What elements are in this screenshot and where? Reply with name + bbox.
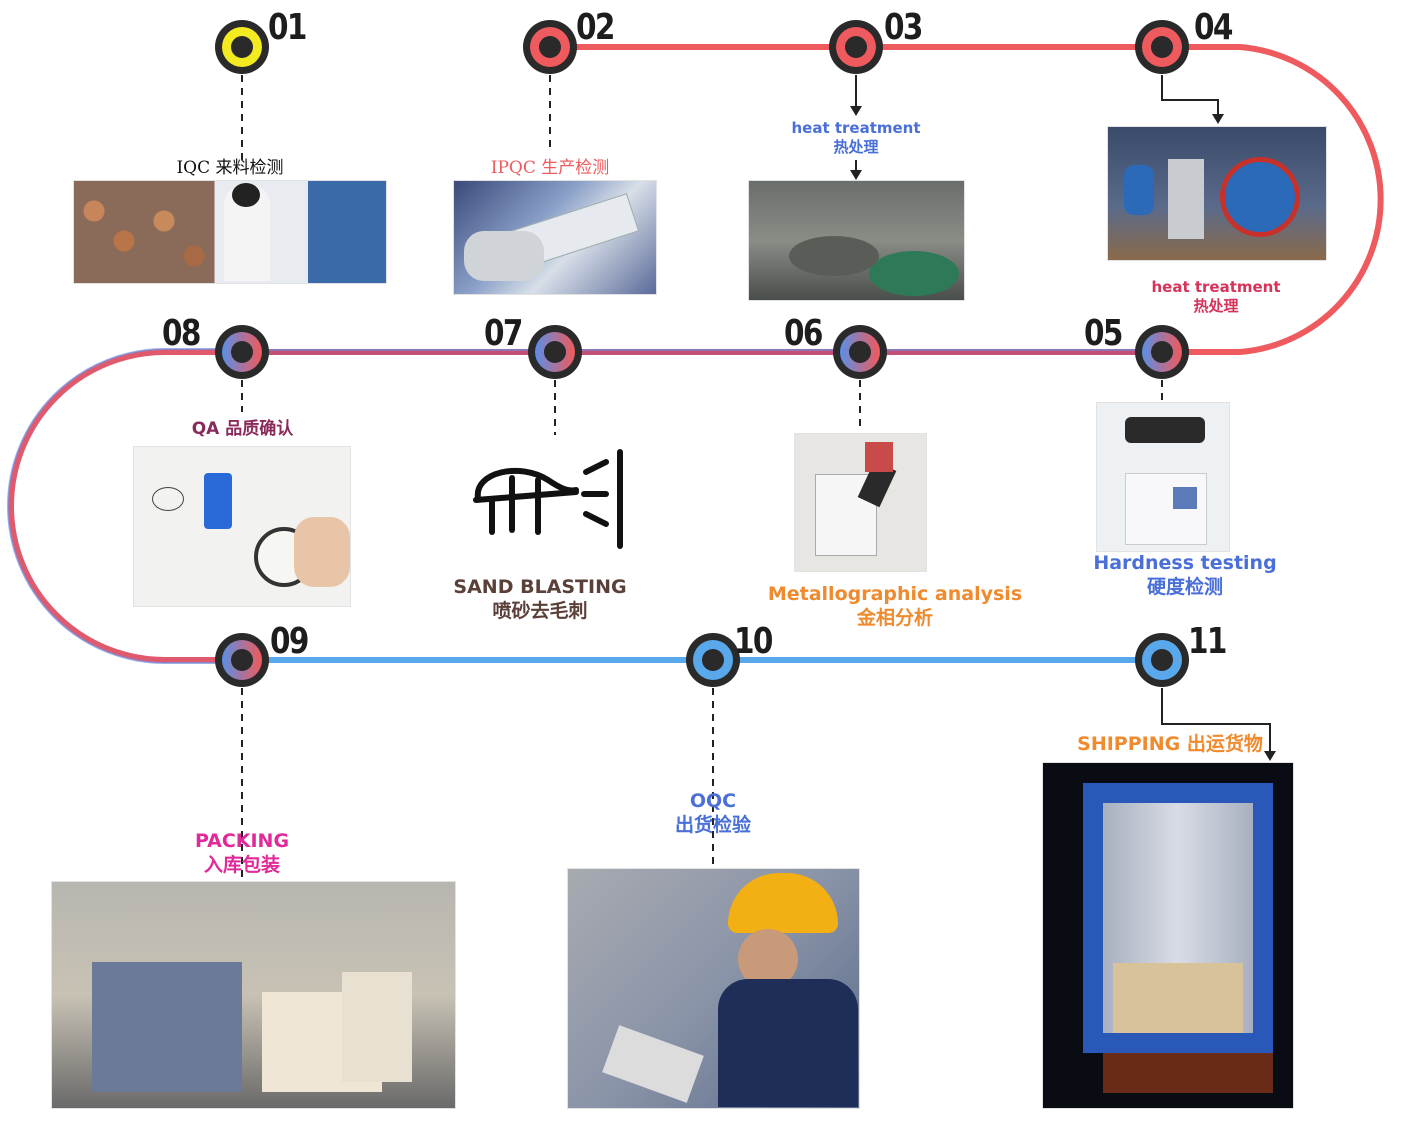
step-number-09: 09 (270, 621, 309, 662)
step-number-07: 07 (484, 313, 523, 354)
ipqc-photo-icon (453, 180, 657, 295)
step-number-03: 03 (884, 7, 923, 48)
inspector-photo-icon (567, 868, 860, 1109)
iqc-photo-icon (73, 180, 387, 284)
node-07 (528, 325, 582, 379)
step-number-01: 01 (268, 7, 307, 48)
step-number-10: 10 (734, 621, 773, 662)
step-label-02: IPQC 生产检测 (490, 158, 610, 178)
node-06 (833, 325, 887, 379)
node-01 (215, 20, 269, 74)
step-number-11: 11 (1188, 621, 1227, 662)
microscope-photo-icon (794, 433, 927, 572)
warehouse-photo-icon (51, 881, 456, 1109)
node-05 (1135, 325, 1189, 379)
sand-blasting-icon (473, 449, 623, 549)
step-number-06: 06 (784, 313, 823, 354)
connector-08-09-arc (8, 349, 242, 663)
node-09 (215, 633, 269, 687)
node-08 (215, 325, 269, 379)
step-label-01: IQC 来料检测 (176, 158, 284, 178)
step-label-08: QA 品质确认 (191, 419, 294, 439)
container-photo-icon (1042, 762, 1294, 1109)
step-number-02: 02 (576, 7, 615, 48)
node-11 (1135, 633, 1189, 687)
node-04 (1135, 20, 1189, 74)
step-number-08: 08 (162, 313, 201, 354)
step-number-04: 04 (1194, 7, 1233, 48)
node-03 (829, 20, 883, 74)
step-label-11: SHIPPING 出运货物 (1077, 733, 1263, 755)
connector-04-05-arc (1162, 44, 1384, 355)
hardness-tester-photo-icon (1096, 402, 1230, 552)
qa-drawing-photo-icon (133, 446, 351, 607)
step-number-05: 05 (1084, 313, 1123, 354)
node-02 (523, 20, 577, 74)
node-10 (686, 633, 740, 687)
furnace-photo-icon (748, 180, 965, 301)
heat-treatment-photo-icon (1107, 126, 1327, 261)
